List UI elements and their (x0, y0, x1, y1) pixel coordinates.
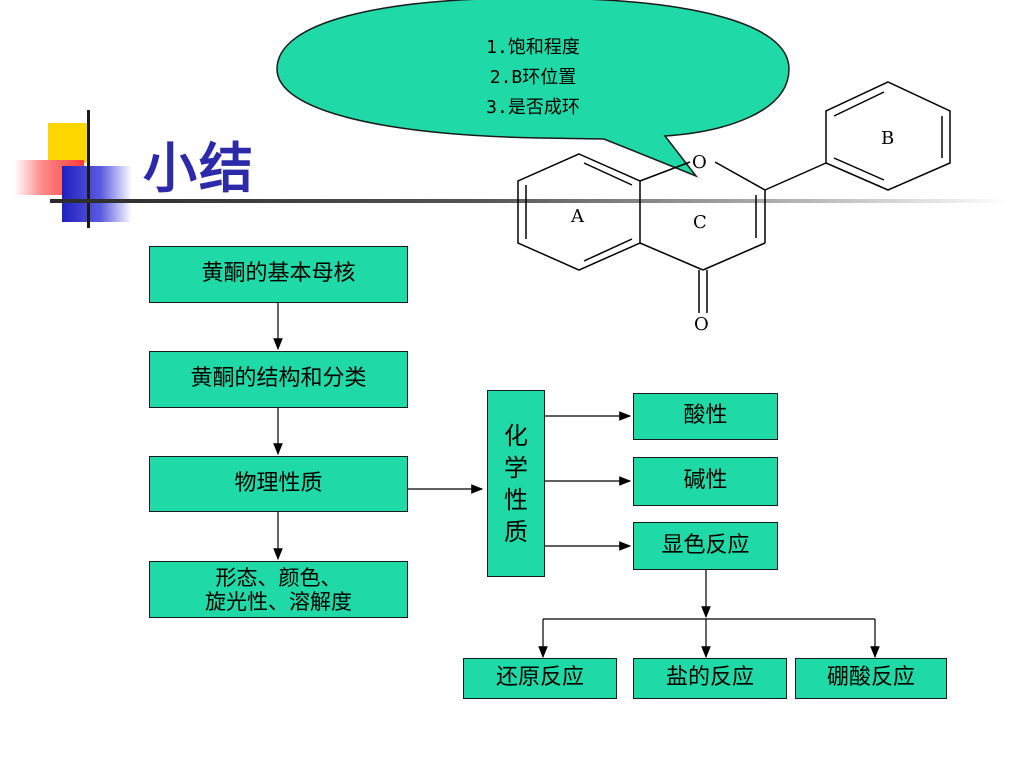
label-ring-a: A (571, 206, 584, 227)
box-acidity: 酸性 (633, 393, 778, 440)
chemical-char-1: 化 (504, 421, 528, 450)
box-basicity: 碱性 (633, 457, 778, 506)
ring-b (825, 81, 951, 191)
callout-text: 1.饱和程度 2.B环位置 3.是否成环 (418, 33, 648, 123)
label-oxygen-carbonyl: O (694, 314, 709, 335)
callout-line-1: 1.饱和程度 (486, 37, 580, 58)
callout-bubble (276, 0, 790, 178)
page-title: 小结 (143, 137, 255, 200)
title-underline (50, 199, 1010, 203)
box-physical-detail: 形态、颜色、 旋光性、溶解度 (149, 561, 408, 618)
physical-detail-line-2: 旋光性、溶解度 (205, 589, 352, 614)
physical-detail-line-1: 形态、颜色、 (215, 565, 342, 590)
chemical-char-2: 学 (504, 453, 528, 482)
box-structure-classification: 黄酮的结构和分类 (149, 351, 408, 408)
box-boric-acid-reaction: 硼酸反应 (795, 658, 947, 699)
chemical-char-3: 性 (504, 485, 528, 514)
decor-vertical-line (87, 110, 90, 228)
box-physical-properties: 物理性质 (149, 456, 408, 512)
ring-c-bond (639, 161, 691, 182)
flow-connectors (273, 303, 880, 659)
box-salt-reaction: 盐的反应 (633, 658, 787, 699)
callout-line-2: 2.B环位置 (489, 67, 577, 88)
box-core-nucleus: 黄酮的基本母核 (149, 246, 408, 303)
label-ring-c: C (693, 212, 707, 233)
label-oxygen-ring: O (692, 152, 707, 173)
flavone-molecule (517, 81, 951, 313)
chemical-char-4: 质 (504, 517, 528, 546)
decor-yellow-square (48, 123, 88, 163)
label-ring-b: B (881, 128, 895, 149)
decor-blue-gradient (62, 166, 132, 222)
box-chemical-properties: 化 学 性 质 (487, 390, 545, 577)
box-color-reaction: 显色反应 (633, 522, 778, 570)
callout-line-3: 3.是否成环 (486, 97, 580, 118)
box-reduction-reaction: 还原反应 (463, 658, 617, 699)
